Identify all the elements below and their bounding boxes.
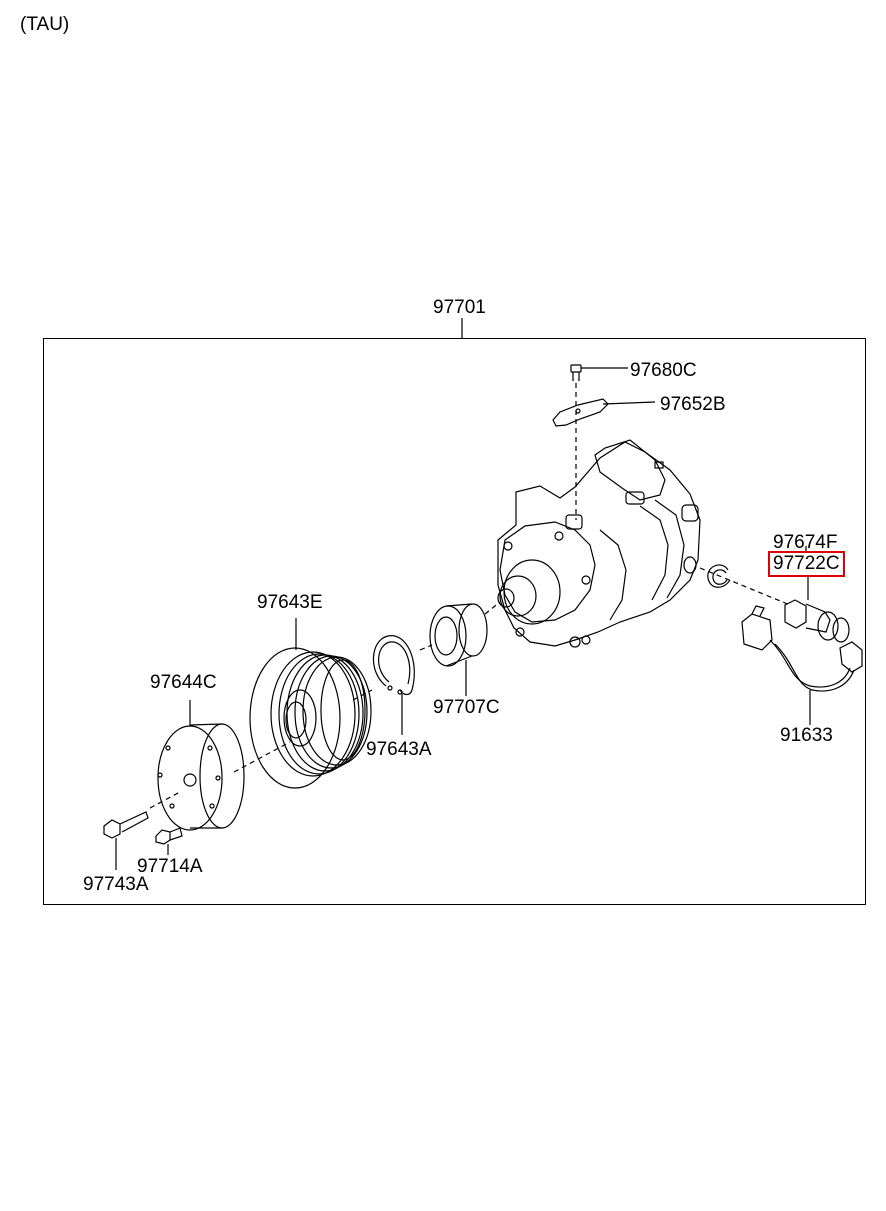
part-label-bolt-hub[interactable]: 97743A — [83, 874, 149, 895]
compressor-drawing — [497, 439, 701, 648]
part-label-coil[interactable]: 97707C — [433, 697, 500, 718]
coil-drawing — [429, 603, 488, 696]
bolt-hub-drawing — [103, 791, 181, 870]
pressure-switch-drawing — [784, 576, 850, 643]
part-label-snap-ring[interactable]: 97643A — [366, 739, 432, 760]
part-label-bracket[interactable]: 97652B — [660, 394, 726, 415]
part-label-oring[interactable]: 97674F — [773, 532, 838, 553]
hub-drawing — [157, 700, 245, 831]
bolt-top-drawing — [570, 364, 628, 381]
snap-ring-drawing — [372, 635, 415, 735]
axis-switch — [699, 567, 791, 606]
axis-snapring — [419, 644, 433, 651]
axis-hub — [233, 741, 291, 773]
assembly-frame — [43, 338, 866, 905]
engine-label: (TAU) — [20, 14, 70, 35]
part-label-wiring[interactable]: 91633 — [780, 725, 833, 746]
part-label-bolt-small[interactable]: 97714A — [137, 856, 203, 877]
part-label-assembly[interactable]: 97701 — [433, 297, 486, 318]
part-label-bolt-top[interactable]: 97680C — [630, 360, 697, 381]
axis-pulley — [352, 689, 373, 701]
bracket-drawing — [552, 398, 656, 427]
part-label-pulley[interactable]: 97643E — [257, 592, 323, 613]
part-label-hub[interactable]: 97644C — [150, 672, 217, 693]
bolt-small-drawing — [155, 827, 183, 855]
axis-coil — [484, 601, 501, 615]
oring-drawing — [707, 564, 731, 588]
wiring-drawing — [741, 605, 863, 725]
pulley-drawing — [249, 618, 372, 789]
part-label-pressure-switch[interactable]: 97722C — [768, 551, 845, 577]
